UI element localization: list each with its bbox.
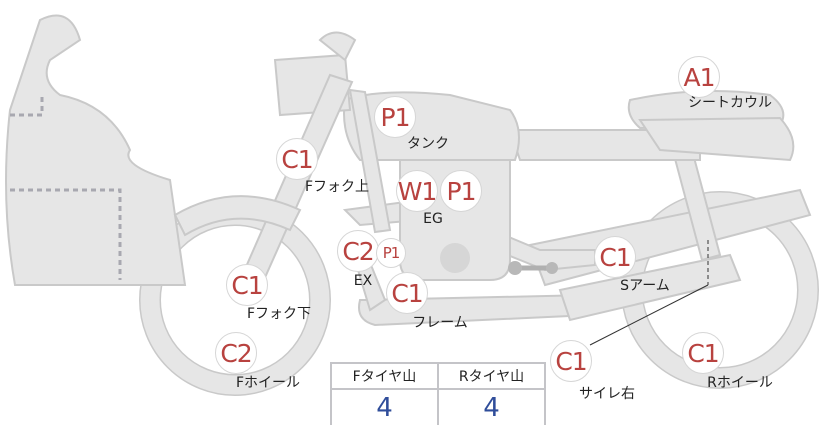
engine-cover [440, 243, 470, 273]
rear-tread-header: Rタイヤ山 [437, 362, 546, 390]
part-code-exhaust-2: P1 [376, 238, 406, 268]
part-label-rear-wheel: Rホイール [707, 375, 773, 391]
part-code-engine: W1 [396, 170, 438, 212]
part-code-frame: C1 [386, 272, 428, 314]
part-code-swing-arm: C1 [594, 236, 636, 278]
part-code-rear-wheel: C1 [682, 332, 724, 374]
muffler [558, 253, 742, 322]
part-label-swing-arm: Sアーム [620, 278, 670, 294]
part-code-fork-upper: C1 [276, 138, 318, 180]
part-label-front-wheel: Fホイール [235, 375, 301, 391]
part-label-exhaust: EX [353, 273, 373, 289]
part-code-muffler-right: C1 [550, 340, 592, 382]
part-code-tank: P1 [374, 96, 416, 138]
part-label-fork-upper: Fフォク上 [304, 179, 370, 195]
mirror [318, 31, 357, 62]
tail-section [638, 116, 795, 162]
part-code-engine-2: P1 [440, 170, 482, 212]
fairing-panel-lines [10, 95, 122, 280]
fairing [5, 14, 187, 286]
leader-line [589, 284, 709, 346]
part-code-seat-cowl: A1 [678, 56, 720, 98]
front-fender [173, 195, 302, 237]
tire-tread-table: Fタイヤ山 Rタイヤ山 4 4 [330, 362, 546, 425]
part-label-seat-cowl: シートカウル [688, 95, 772, 111]
rear-tread-value: 4 [437, 388, 546, 425]
part-label-tank: タンク [407, 136, 449, 152]
part-code-front-wheel: C2 [215, 332, 257, 374]
down-tube [348, 88, 392, 234]
front-tread-header: Fタイヤ山 [330, 362, 439, 390]
front-tread-value: 4 [330, 388, 439, 425]
part-code-fork-lower: C1 [226, 264, 268, 306]
part-code-exhaust: C2 [337, 230, 379, 272]
part-label-muffler-right: サイレ右 [579, 386, 635, 402]
part-label-frame: フレーム [412, 315, 468, 331]
part-label-engine: EG [423, 211, 443, 227]
part-label-fork-lower: Fフォク下 [246, 306, 312, 322]
